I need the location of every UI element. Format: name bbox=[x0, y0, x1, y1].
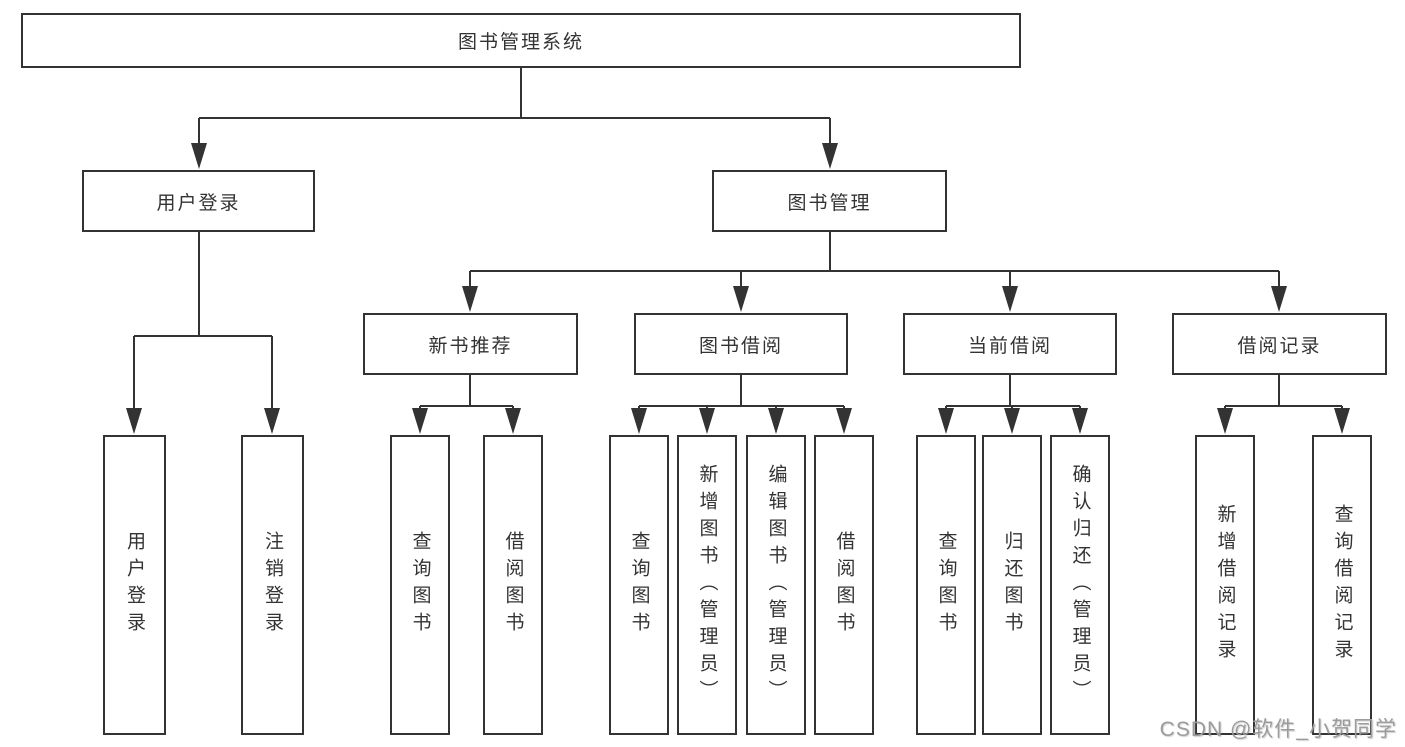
leaf-query-books: 查询图书 bbox=[916, 435, 976, 735]
node-new-book-recommend: 新书推荐 bbox=[363, 313, 578, 375]
node-system-title: 图书管理系统 bbox=[21, 13, 1021, 68]
leaf-confirm-return-admin: 确认归还（管理员） bbox=[1050, 435, 1110, 735]
leaf-edit-book-admin: 编辑图书（管理员） bbox=[746, 435, 806, 735]
node-borrow-records: 借阅记录 bbox=[1172, 313, 1387, 375]
node-book-management: 图书管理 bbox=[712, 170, 947, 232]
leaf-query-borrow-record: 查询借阅记录 bbox=[1312, 435, 1372, 735]
leaf-add-borrow-record: 新增借阅记录 bbox=[1195, 435, 1255, 735]
leaf-query-books: 查询图书 bbox=[609, 435, 669, 735]
leaf-query-books: 查询图书 bbox=[390, 435, 450, 735]
node-user-login: 用户登录 bbox=[82, 170, 315, 232]
csdn-watermark: CSDN @软件_小贺同学 bbox=[1159, 718, 1397, 741]
node-book-borrow: 图书借阅 bbox=[634, 313, 848, 375]
leaf-logout: 注销登录 bbox=[241, 435, 304, 735]
node-current-borrow: 当前借阅 bbox=[903, 313, 1117, 375]
leaf-borrow-book: 借阅图书 bbox=[483, 435, 543, 735]
leaf-borrow-book: 借阅图书 bbox=[814, 435, 874, 735]
leaf-return-book: 归还图书 bbox=[982, 435, 1042, 735]
leaf-add-book-admin: 新增图书（管理员） bbox=[677, 435, 737, 735]
leaf-user-login: 用户登录 bbox=[103, 435, 166, 735]
